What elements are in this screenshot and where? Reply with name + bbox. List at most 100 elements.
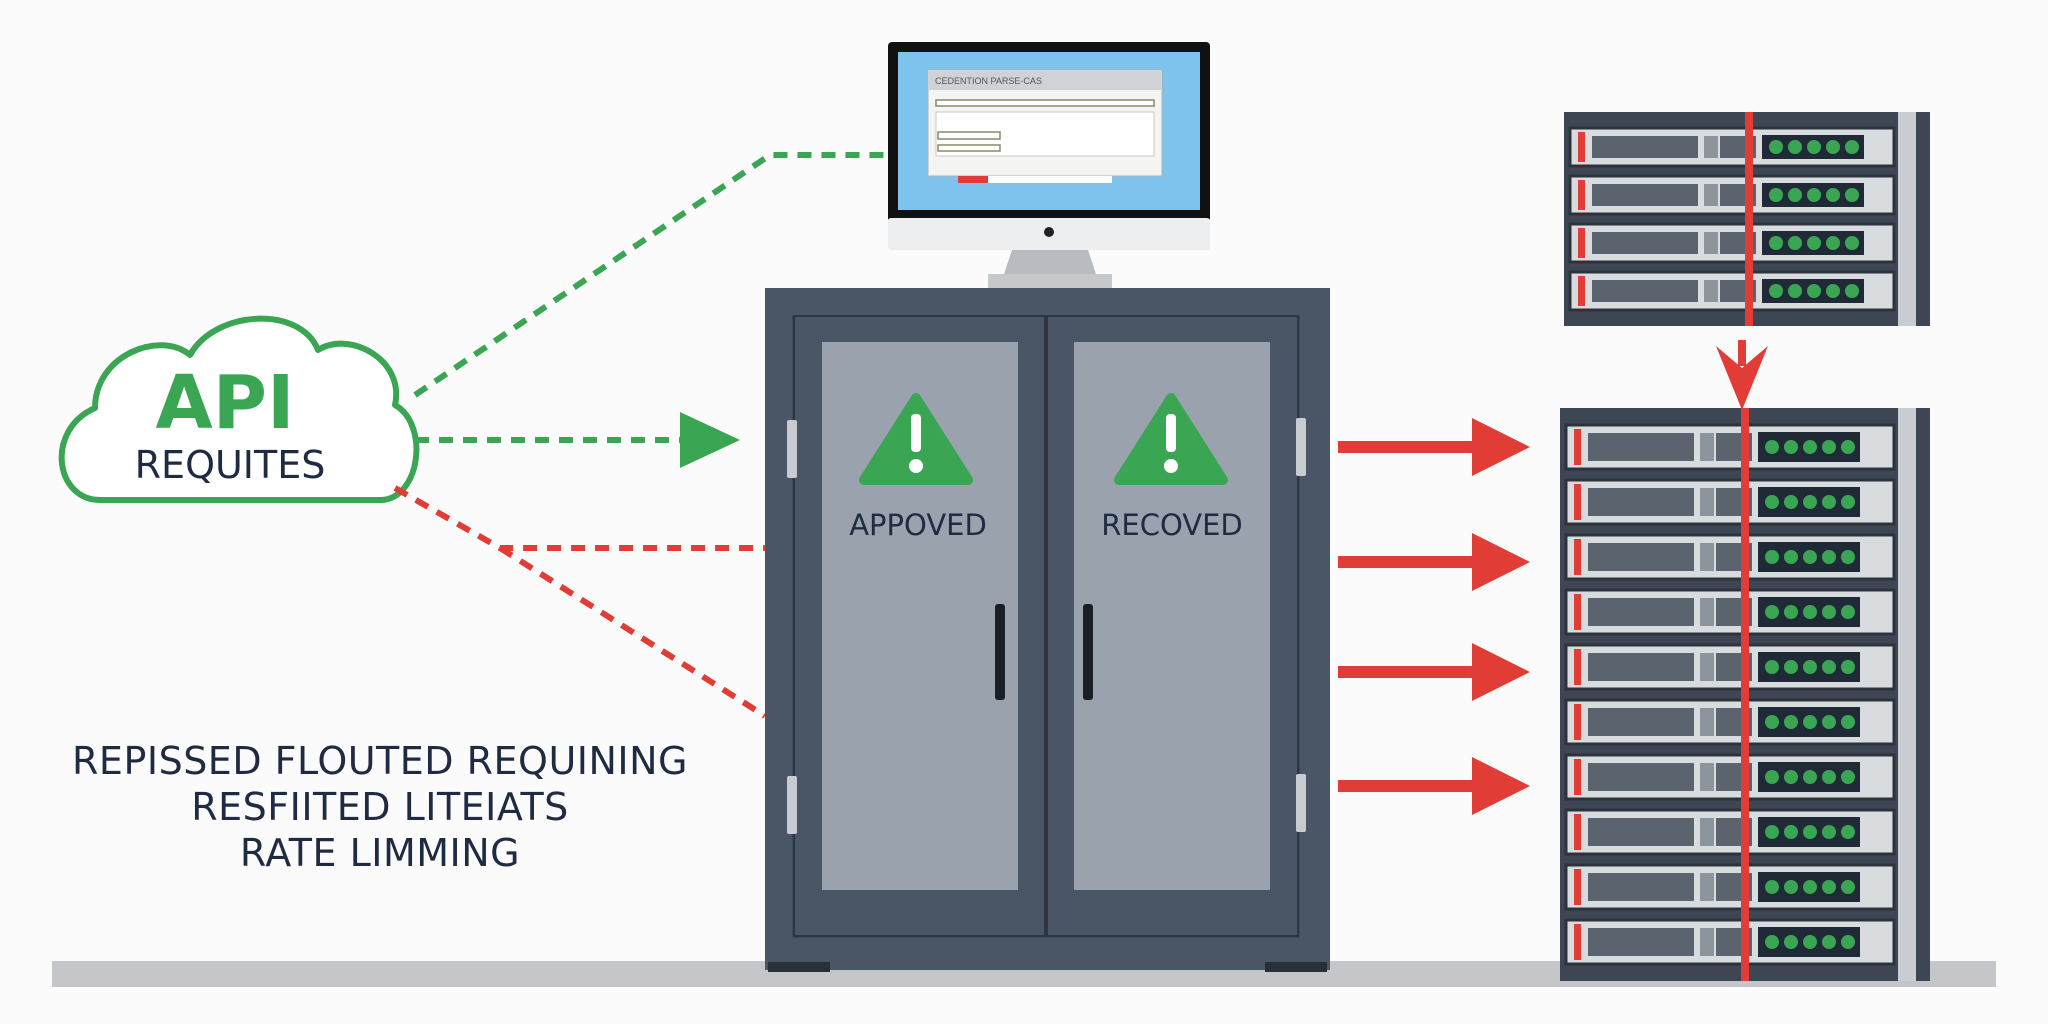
status-led (1784, 440, 1798, 454)
status-led (1841, 660, 1855, 674)
status-led (1807, 140, 1821, 154)
status-led (1822, 440, 1836, 454)
status-led (1788, 284, 1802, 298)
status-led (1807, 188, 1821, 202)
status-led (1803, 495, 1817, 509)
status-led (1784, 495, 1798, 509)
status-led (1765, 770, 1779, 784)
vent-grille (1588, 873, 1694, 901)
status-led (1822, 770, 1836, 784)
forwarded-arrows (1338, 418, 1530, 815)
monitor: CEDENTION PARSE-CAS (888, 42, 1210, 288)
server-rack-top (1564, 112, 1930, 326)
server-unit (1564, 698, 1896, 746)
monitor-logo (1044, 227, 1054, 237)
caption-line: RATE LIMMING (239, 831, 521, 875)
rejected-path-upper (393, 485, 765, 551)
hinge (1296, 774, 1306, 832)
server-unit (1568, 222, 1896, 264)
status-strip (1574, 594, 1581, 630)
status-led (1769, 140, 1783, 154)
status-led (1822, 935, 1836, 949)
status-strip (1574, 869, 1581, 905)
server-unit (1568, 174, 1896, 216)
status-strip (1574, 429, 1581, 465)
status-led (1803, 440, 1817, 454)
cloud-subtitle: REQUITES (135, 443, 326, 487)
status-led (1788, 236, 1802, 250)
right-door-handle (1083, 604, 1093, 700)
server-unit (1564, 478, 1896, 526)
approved-request-paths (413, 152, 890, 443)
status-strip (1578, 228, 1585, 258)
server-unit (1564, 588, 1896, 636)
status-led (1803, 770, 1817, 784)
server-unit (1564, 643, 1896, 691)
status-led (1803, 715, 1817, 729)
status-led (1784, 770, 1798, 784)
status-led (1765, 660, 1779, 674)
left-door-label: APPOVED (849, 508, 987, 542)
status-led (1845, 140, 1859, 154)
rejected-path-lower (498, 545, 767, 719)
forward-arrow (1338, 418, 1530, 476)
status-strip (1574, 704, 1581, 740)
status-led (1803, 605, 1817, 619)
cable (1745, 112, 1753, 326)
server-rack-bottom (1560, 408, 1930, 981)
status-led (1803, 825, 1817, 839)
status-strip (1578, 276, 1585, 306)
caption-line: REPISSED FLOUTED REQUINING (72, 739, 688, 783)
approved-arrowhead (680, 412, 740, 468)
status-strip (1574, 759, 1581, 795)
api-cloud: API REQUITES (58, 315, 420, 503)
hinge (787, 420, 797, 478)
status-led (1803, 880, 1817, 894)
vent-grille (1588, 653, 1694, 681)
status-led (1784, 550, 1798, 564)
vent-grille (1588, 598, 1694, 626)
vent-grille (1588, 543, 1694, 571)
status-led (1803, 550, 1817, 564)
vent-grille (1588, 433, 1694, 461)
rejected-request-paths (393, 485, 767, 719)
status-led (1826, 188, 1840, 202)
status-led (1784, 935, 1798, 949)
status-led (1784, 660, 1798, 674)
status-led (1841, 770, 1855, 784)
rack-rail (1898, 112, 1916, 326)
status-led (1822, 660, 1836, 674)
status-led (1826, 236, 1840, 250)
left-door-handle (995, 604, 1005, 700)
status-led (1822, 825, 1836, 839)
status-led (1822, 880, 1836, 894)
status-led (1841, 495, 1855, 509)
monitor-stand (1004, 250, 1096, 274)
forward-arrow (1338, 757, 1530, 815)
server-unit (1568, 270, 1896, 312)
right-door-label: RECOVED (1101, 508, 1243, 542)
status-led (1822, 550, 1836, 564)
status-led (1826, 140, 1840, 154)
status-led (1765, 605, 1779, 619)
server-unit (1564, 863, 1896, 911)
rack-link-arrow (1716, 340, 1768, 410)
status-strip (1578, 132, 1585, 162)
warning-triangle-icon (859, 393, 973, 485)
forward-arrow (1338, 533, 1530, 591)
hinge (787, 776, 797, 834)
vent-grille (1592, 136, 1698, 158)
vent-grille (1588, 708, 1694, 736)
status-led (1807, 236, 1821, 250)
status-strip (1574, 484, 1581, 520)
monitor-base (988, 274, 1112, 288)
status-led (1841, 825, 1855, 839)
server-unit (1564, 533, 1896, 581)
status-led (1826, 284, 1840, 298)
status-led (1784, 880, 1798, 894)
status-led (1765, 495, 1779, 509)
status-led (1822, 715, 1836, 729)
status-led (1788, 188, 1802, 202)
vent-grille (1592, 232, 1698, 254)
